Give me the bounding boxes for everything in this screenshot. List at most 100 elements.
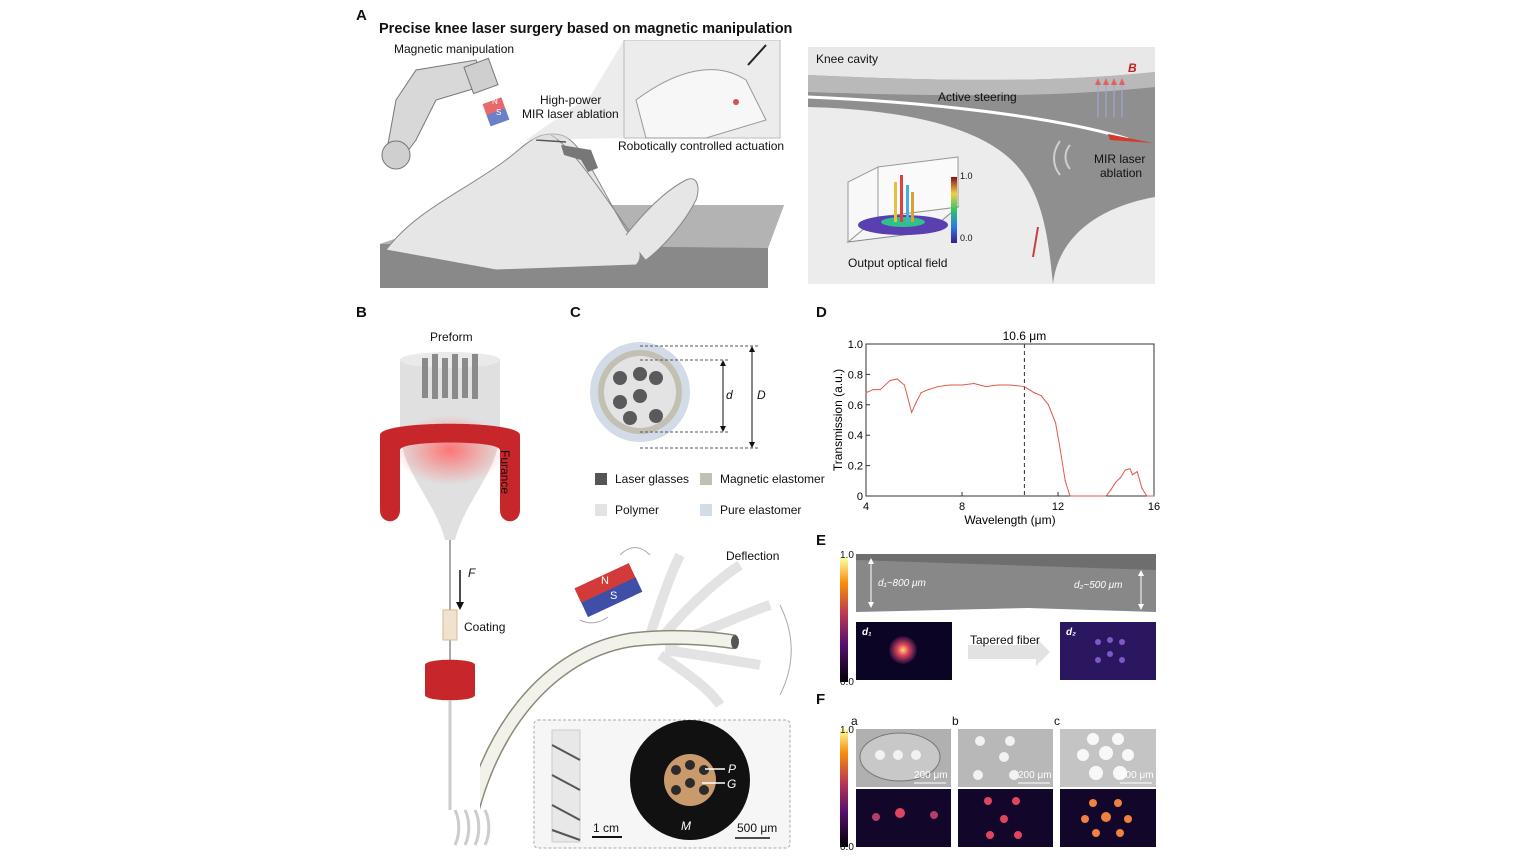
magnet-n-label: N: [492, 97, 498, 106]
d2-image-label: d₂: [1066, 627, 1076, 638]
mir-laser-label: MIR laser: [1094, 152, 1146, 166]
ablation-label: ablation: [1100, 166, 1143, 180]
d1-dimension-label: d₁~800 μm: [878, 578, 926, 589]
transmission-data-point: [997, 384, 999, 386]
b-field-label: B: [1128, 61, 1137, 75]
panel-label-f: F: [816, 691, 826, 708]
label-m: M: [681, 819, 691, 833]
legend-swatch: [700, 473, 712, 485]
panel-label-d: D: [816, 304, 827, 321]
transmission-data-point: [1055, 422, 1057, 424]
scale-500um: 500 μm: [737, 821, 778, 835]
subpanel-b-label: b: [952, 714, 959, 728]
label-g: G: [727, 777, 737, 791]
f-cbar-max: 1.0: [840, 725, 854, 736]
x-tick-label: 4: [863, 501, 869, 513]
panel-label-e: E: [816, 532, 827, 549]
transmission-data-point: [985, 385, 987, 388]
y-tick-label: 0: [857, 491, 863, 503]
transmission-data-point: [1093, 495, 1095, 497]
deflection-magnet-s: S: [610, 590, 618, 602]
tapered-fiber-figure: [840, 554, 1156, 682]
magnet-s-label: S: [496, 108, 502, 117]
panel-label-a: A: [356, 7, 367, 24]
transmission-data-point: [865, 392, 867, 394]
fiber-core-images: [840, 729, 1156, 847]
transmission-series-line: [865, 378, 1154, 497]
f-cbar-min: 0.0: [840, 842, 854, 853]
optical-field-cbar-max: 1.0: [960, 171, 973, 181]
scale-1cm: 1 cm: [593, 821, 620, 835]
transmission-data-point: [903, 384, 905, 386]
transmission-data-point: [1146, 495, 1148, 497]
transmission-data-point: [911, 411, 913, 413]
transmission-data-point: [1136, 471, 1138, 473]
output-optical-field-label: Output optical field: [848, 256, 948, 270]
transmission-data-point: [915, 401, 917, 403]
transmission-data-point: [872, 389, 874, 391]
y-tick-label: 0.8: [848, 369, 863, 381]
transmission-data-point: [973, 382, 975, 385]
transmission-data-point: [961, 384, 963, 386]
fiber-drawing-illustration: [380, 352, 520, 846]
panel-label-b: B: [356, 304, 367, 321]
d-large-label: D: [757, 388, 766, 402]
legend-swatch: [595, 473, 607, 485]
tapered-fiber-label: Tapered fiber: [970, 633, 1041, 647]
transmission-data-point: [1047, 404, 1049, 406]
knee-cavity-illustration: [808, 47, 1155, 284]
furnace-label: Furance: [498, 450, 512, 495]
transmission-data-point: [1033, 392, 1035, 394]
legend-text: Magnetic elastomer: [720, 472, 825, 486]
legend-magnetic-elastomer: Magnetic elastomer: [700, 472, 825, 486]
annotation-text: 10.6 μm: [1003, 329, 1047, 343]
transmission-data-point: [920, 392, 922, 394]
panel-label-c: C: [570, 304, 581, 321]
transmission-data-point: [1040, 395, 1042, 397]
high-power-label: High-power: [540, 93, 602, 107]
legend-text: Pure elastomer: [720, 503, 802, 517]
transmission-data-point: [1129, 468, 1131, 470]
y-axis-label: Transmission (a.u.): [831, 369, 845, 471]
optical-field-cbar-min: 0.0: [960, 233, 973, 243]
transmission-data-point: [927, 389, 929, 391]
transmission-data-point: [1081, 495, 1083, 497]
transmission-data-point: [1124, 469, 1126, 471]
fiber-cross-section: [590, 342, 760, 449]
coating-label: Coating: [464, 620, 506, 634]
transmission-data-point: [1119, 477, 1121, 479]
subpanel-a-label: a: [851, 714, 858, 728]
transmission-data-point: [1153, 495, 1155, 497]
scale-200um-c: 200 μm: [1120, 770, 1154, 781]
subpanel-c-label: c: [1054, 714, 1060, 728]
legend-text: Laser glasses: [615, 472, 690, 486]
e-cbar-max: 1.0: [840, 550, 854, 561]
x-tick-label: 8: [959, 501, 965, 513]
x-tick-label: 16: [1148, 501, 1160, 513]
force-label: F: [468, 566, 476, 580]
transmission-data-point: [949, 384, 951, 386]
preform-label: Preform: [430, 330, 473, 344]
transmission-data-point: [1110, 489, 1112, 491]
robotic-actuation-label: Robotically controlled actuation: [618, 139, 785, 153]
scale-200um-a: 200 μm: [914, 770, 948, 781]
x-tick-label: 12: [1052, 501, 1064, 513]
knee-surgery-illustration: [380, 40, 784, 288]
y-tick-label: 0.6: [848, 400, 863, 412]
transmission-data-point: [937, 385, 939, 388]
transmission-data-point: [1009, 384, 1011, 386]
active-steering-label: Active steering: [938, 90, 1017, 104]
d2-dimension-label: d₂~500 μm: [1074, 580, 1123, 591]
transmission-data-point: [1023, 385, 1025, 388]
legend-swatch: [595, 504, 607, 516]
y-tick-label: 1.0: [848, 339, 863, 351]
mir-ablation-label: MIR laser ablation: [522, 107, 619, 121]
scale-200um-b: 200 μm: [1018, 770, 1052, 781]
magnetic-manipulation-label: Magnetic manipulation: [394, 42, 515, 56]
legend-swatch: [700, 504, 712, 516]
x-axis-label: Wavelength (μm): [964, 513, 1055, 527]
deflection-label: Deflection: [726, 549, 780, 563]
transmission-data-point: [896, 378, 898, 380]
transmission-data-point: [889, 379, 891, 382]
